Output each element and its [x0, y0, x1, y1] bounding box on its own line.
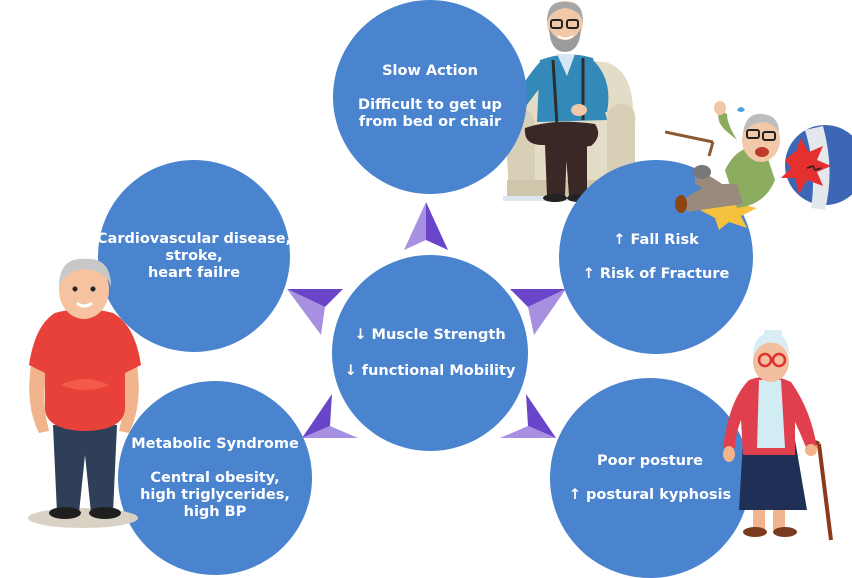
falling-man-fracture-illustration	[665, 101, 852, 230]
node-detail: high BP	[183, 503, 247, 520]
arrow-up-icon	[404, 202, 448, 250]
node-detail: high triglycerides,	[140, 486, 290, 503]
node-title: Poor posture	[597, 452, 703, 469]
node-detail: heart failre	[147, 264, 241, 281]
overweight-man-illustration	[28, 258, 141, 528]
node-detail: stroke,	[165, 247, 223, 264]
node-poor-posture: Poor posture ↑ postural kyphosis	[550, 378, 750, 578]
node-title: Slow Action	[382, 63, 478, 79]
node-detail: from bed or chair	[358, 114, 502, 130]
arrow-upper-left-icon	[287, 289, 343, 335]
node-detail: ↑ Risk of Fracture	[582, 265, 730, 282]
node-detail: Central obesity,	[150, 469, 280, 486]
arrow-upper-right-icon	[510, 289, 566, 335]
node-detail: Difficult to get up	[358, 97, 502, 113]
node-detail: ↑ postural kyphosis	[568, 486, 732, 503]
elderly-woman-cane-illustration	[723, 330, 833, 541]
node-metabolic-syndrome: Metabolic Syndrome Central obesity, high…	[118, 381, 312, 575]
node-detail: Cardiovascular disease,	[96, 230, 292, 247]
node-title: ↑ Fall Risk	[613, 231, 699, 248]
center-line: ↓ Muscle Strength	[354, 326, 506, 343]
node-slow-action: Slow Action Difficult to get up from bed…	[333, 0, 527, 194]
node-cardiovascular: Cardiovascular disease, stroke, heart fa…	[96, 160, 292, 352]
center-node-muscle-strength: ↓ Muscle Strength ↓ functional Mobility	[332, 255, 528, 451]
arrow-lower-right-icon	[500, 394, 556, 438]
center-line: ↓ functional Mobility	[344, 362, 516, 379]
node-title: Metabolic Syndrome	[131, 435, 299, 452]
arrow-lower-left-icon	[302, 394, 358, 438]
